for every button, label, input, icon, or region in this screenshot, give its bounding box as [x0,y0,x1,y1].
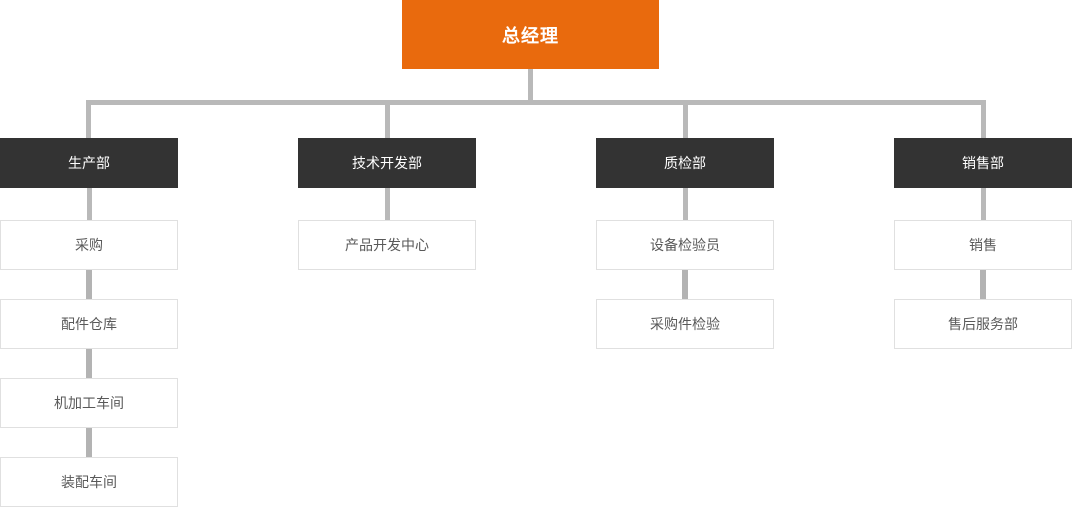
sub-node-label: 产品开发中心 [345,237,429,253]
dept-node-tech-development: 技术开发部 [298,138,476,188]
column-tech-development: 技术开发部 产品开发中心 [298,138,476,270]
dept-node-label: 生产部 [68,155,110,171]
connector-stub-quality-inspection [683,100,688,138]
sub-node-label: 采购件检验 [650,316,720,332]
connector-horizontal-rail [86,100,986,105]
connector-line [86,188,92,220]
sub-node-product-dev-center: 产品开发中心 [298,220,476,270]
connector-line [384,188,390,220]
connector-stub-tech-development [385,100,390,138]
connector-root-vertical [528,69,533,105]
dept-node-label: 技术开发部 [352,155,422,171]
connector-line [86,270,92,299]
sub-node-after-sales-service: 售后服务部 [894,299,1072,349]
column-sales: 销售部 销售 售后服务部 [894,138,1072,349]
sub-node-label: 售后服务部 [948,316,1018,332]
dept-node-quality-inspection: 质检部 [596,138,774,188]
sub-node-label: 机加工车间 [54,395,124,411]
dept-node-production: 生产部 [0,138,178,188]
connector-stub-sales [981,100,986,138]
sub-node-label: 配件仓库 [61,316,117,332]
sub-node-purchased-parts-inspection: 采购件检验 [596,299,774,349]
dept-node-label: 质检部 [664,155,706,171]
connector-stub-production [86,100,91,138]
dept-node-label: 销售部 [962,155,1004,171]
column-production: 生产部 采购 配件仓库 机加工车间 装配车间 [0,138,178,507]
connector-line [86,428,92,457]
dept-node-sales: 销售部 [894,138,1072,188]
connector-line [86,349,92,378]
sub-node-label: 采购 [75,237,103,253]
connector-line [980,188,986,220]
root-node-label: 总经理 [502,25,559,46]
sub-node-equipment-inspector: 设备检验员 [596,220,774,270]
sub-node-purchasing: 采购 [0,220,178,270]
sub-node-label: 设备检验员 [650,237,720,253]
connector-line [682,188,688,220]
sub-node-machining-workshop: 机加工车间 [0,378,178,428]
column-quality-inspection: 质检部 设备检验员 采购件检验 [596,138,774,349]
root-node-general-manager: 总经理 [402,0,659,69]
sub-node-label: 销售 [969,237,997,253]
sub-node-parts-warehouse: 配件仓库 [0,299,178,349]
connector-line [980,270,986,299]
sub-node-sales: 销售 [894,220,1072,270]
connector-line [682,270,688,299]
sub-node-assembly-workshop: 装配车间 [0,457,178,507]
sub-node-label: 装配车间 [61,474,117,490]
